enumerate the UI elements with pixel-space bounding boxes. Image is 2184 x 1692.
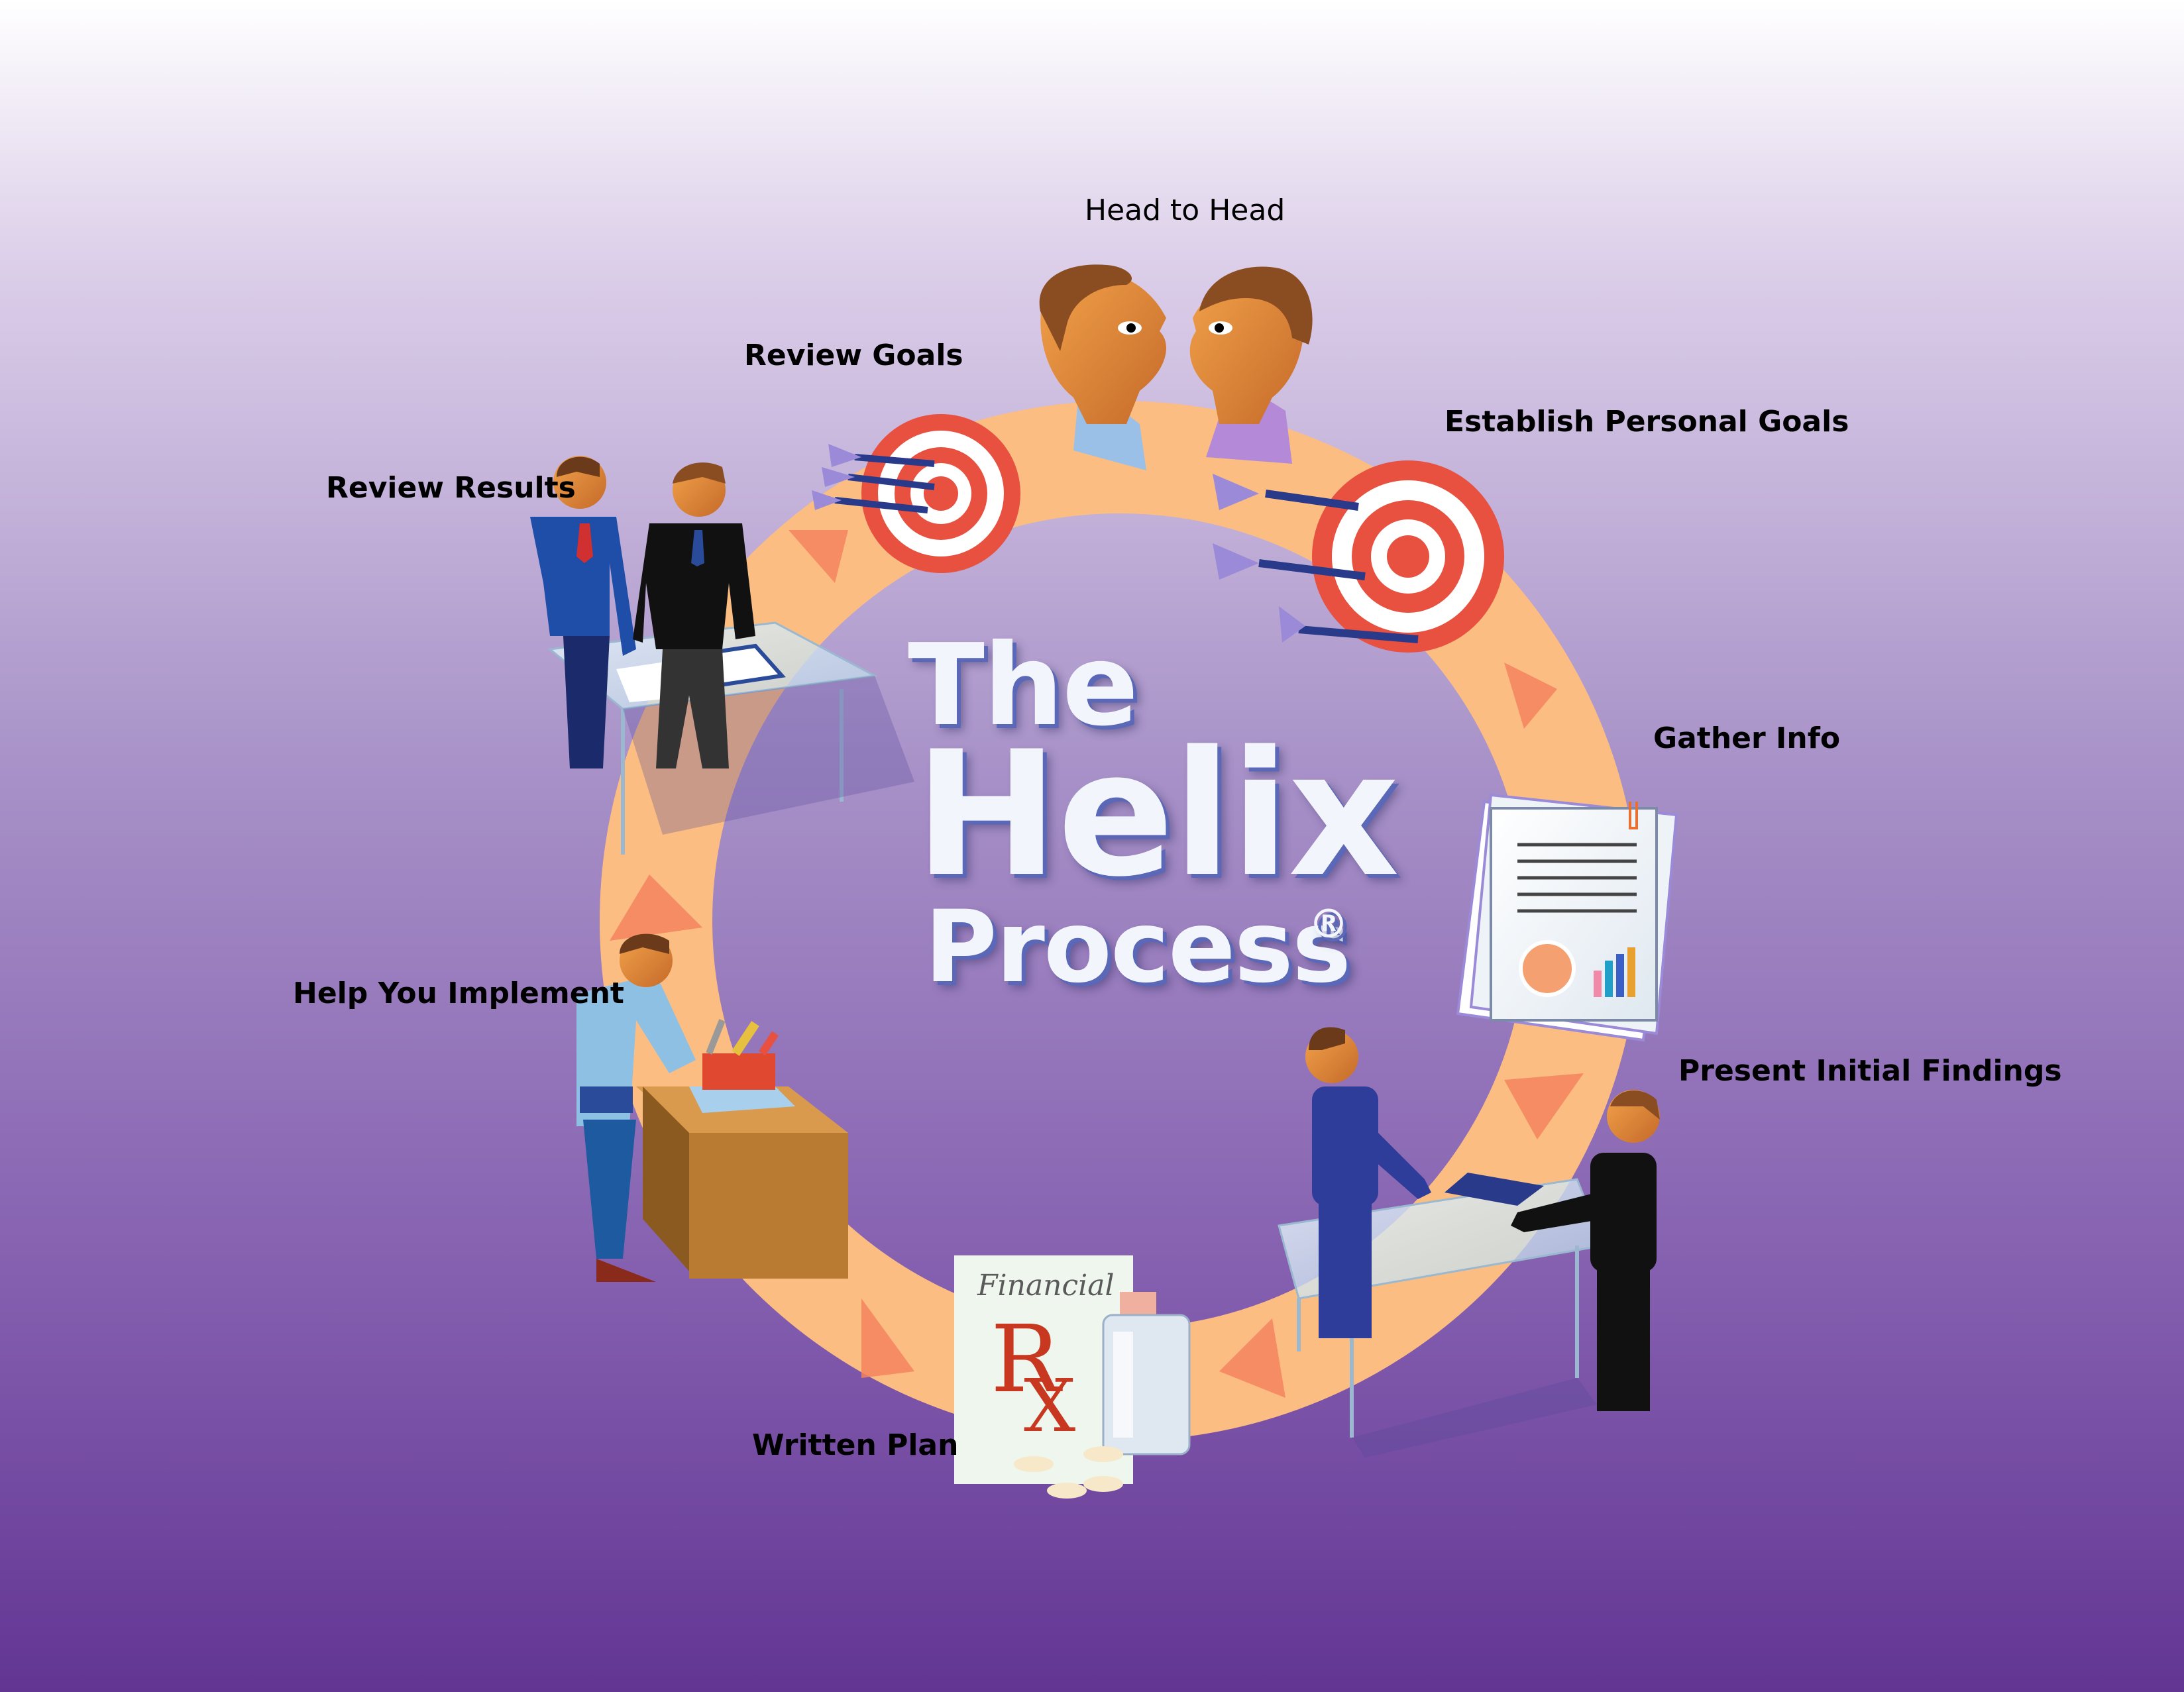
arrow-left [610, 874, 702, 941]
ring-arrows [610, 530, 1584, 1398]
rx-card-symbol-sub: X [1024, 1363, 1075, 1448]
arrow-bottom [861, 1298, 914, 1378]
step-review-results: Review Results [326, 471, 576, 505]
step-head-to-head: Head to Head [1085, 193, 1285, 227]
handshake-icon [1278, 1027, 1660, 1457]
target-icon [1213, 460, 1504, 653]
document-chart-icon [1456, 793, 1678, 1042]
step-help-you-implement: Help You Implement [293, 977, 624, 1010]
step-written-plan: Written Plan [752, 1428, 959, 1462]
step-establish-personal-goals: Establish Personal Goals [1445, 405, 1849, 439]
toolbox-desk-icon [576, 933, 848, 1282]
step-gather-info: Gather Info [1653, 721, 1841, 755]
dart-icon [1258, 490, 1419, 643]
step-review-goals: Review Goals [744, 339, 963, 372]
arrow-lower-right [1219, 1318, 1285, 1398]
arrow-upper-left [789, 530, 848, 583]
rx-card-symbol: R [991, 1306, 1063, 1414]
dart-icon [834, 454, 935, 513]
target-icon [812, 414, 1020, 573]
registered-mark: ® [1309, 901, 1348, 947]
title-helix: Helix [914, 715, 1399, 915]
meeting-table-icon [530, 456, 914, 855]
rx-card-word: Financial [977, 1269, 1115, 1302]
heads-icon [1039, 264, 1313, 470]
arrow-upper-right [1504, 662, 1557, 729]
rx-icon: Financial R X [954, 1255, 1191, 1499]
arrow-right [1504, 1073, 1584, 1139]
title-process: Process [924, 890, 1351, 1005]
title-the: The [908, 620, 1138, 751]
step-present-initial-findings: Present Initial Findings [1678, 1054, 2062, 1088]
